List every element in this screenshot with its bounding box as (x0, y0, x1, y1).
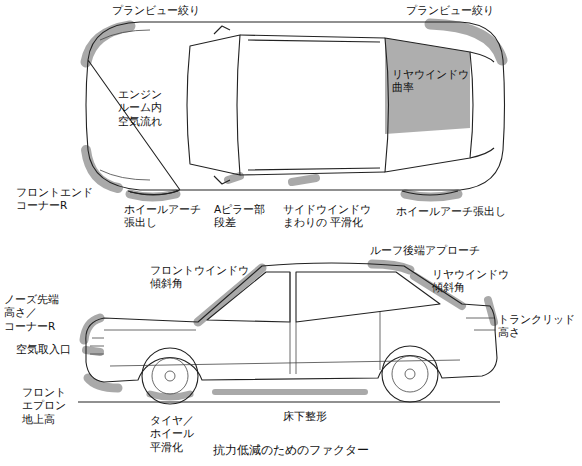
car-line (392, 356, 428, 392)
part-label: エンジン ルーム内 空気流れ (118, 88, 162, 128)
car-top-view (86, 22, 505, 195)
car-line (296, 272, 440, 322)
car-line (385, 38, 473, 172)
part-label: ホイールアーチ 張出し (124, 203, 201, 230)
car-line (405, 369, 415, 379)
caption: 抗力低減のためのファクター (213, 442, 369, 459)
part-label: タイヤ／ホイール 平滑化 (150, 414, 194, 454)
car-line (150, 394, 190, 397)
car-line (466, 318, 496, 330)
car-line (402, 191, 458, 195)
car-line (78, 401, 500, 402)
part-label: フロントエンド コーナーR (16, 186, 93, 213)
car-line (207, 272, 290, 322)
car-line (187, 35, 240, 175)
car-line (90, 338, 104, 354)
part-label: リヤウインドウ 傾斜角 (432, 268, 509, 295)
part-label: ホイールアーチ張出し (396, 205, 506, 218)
car-line (104, 330, 460, 366)
car-line (86, 150, 118, 188)
part-label: Aピラー部 段差 (214, 203, 265, 230)
car-line (142, 348, 198, 404)
part-label: 床下整形 (283, 410, 327, 423)
car-line (382, 346, 438, 402)
part-label: フロント エプロン 地上高 (22, 386, 66, 426)
part-label: ノーズ先端 高さ／コーナーR (4, 293, 59, 333)
car-line (165, 371, 175, 381)
part-label: ルーフ後端アプローチ (370, 244, 480, 257)
rear-window-shade (385, 38, 470, 134)
car-line (215, 389, 365, 395)
car-line (292, 178, 316, 182)
car-line (290, 272, 380, 374)
car-line (88, 378, 118, 388)
car-line (86, 263, 497, 382)
part-label: サイドウインドウ まわりの 平滑化 (283, 203, 371, 230)
car-line (86, 350, 100, 352)
car-line (228, 176, 240, 180)
car-line (86, 22, 505, 195)
car-line (214, 26, 230, 184)
part-label: リヤウインドウ 曲率 (392, 68, 469, 95)
car-line (470, 52, 494, 158)
car-line (152, 358, 188, 394)
shading (86, 24, 502, 197)
part-label: トランクリッド 高さ (498, 313, 575, 340)
car-line (128, 191, 178, 195)
car-line (240, 35, 385, 175)
part-label: プランビュー絞り (406, 4, 494, 17)
part-label: 空気取入口 (16, 343, 71, 356)
car-line (248, 40, 380, 170)
part-label: フロントウインドウ 傾斜角 (150, 264, 249, 291)
part-label: プランビュー絞り (112, 4, 200, 17)
